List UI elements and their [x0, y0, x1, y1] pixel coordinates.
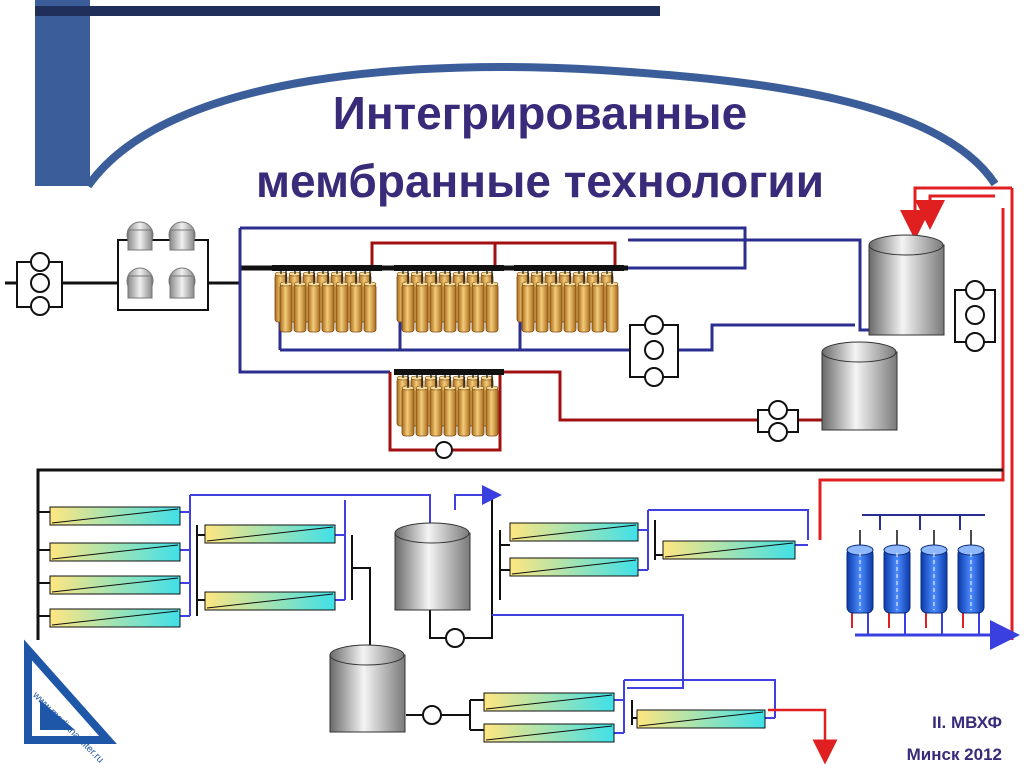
membrane-module-icon: [49, 575, 181, 595]
top-pipes: [5, 186, 1014, 640]
cartridge-filter-bank-icon: [394, 265, 504, 333]
membrane-module-icon: [483, 723, 615, 743]
ion-exchange-column-icon: [883, 530, 911, 635]
footer-location-year: Минск 2012: [906, 745, 1002, 764]
pump-icon: [435, 441, 453, 459]
footer-event: II. МВХФ: [932, 713, 1002, 732]
bottom-pipes: [37, 485, 1020, 765]
storage-tank-icon: [394, 522, 471, 611]
prefilter-housing-icon: [168, 267, 196, 299]
slide-title-line-2: мембранные технологии: [256, 155, 824, 207]
slide-title-line-1: Интегрированные: [332, 87, 748, 139]
membrane-module-icon: [483, 692, 615, 712]
membrane-module-icon: [204, 591, 336, 611]
ion-exchange-column-icon: [920, 530, 948, 635]
recycle-pump-bank: [629, 315, 679, 387]
storage-tank-icon: [821, 341, 898, 431]
membrane-module-icon: [662, 540, 796, 560]
permeate-pump-bank: [954, 280, 996, 352]
company-logo: [24, 639, 117, 744]
membrane-module-icon: [49, 608, 181, 628]
cartridge-filter-bank-icon: [514, 265, 624, 333]
membrane-module-icon: [509, 557, 639, 577]
prefilter-housing-icon: [126, 221, 154, 251]
cartridge-filter-bank-icon: [272, 265, 382, 333]
ion-exchange-column-icon: [957, 530, 985, 635]
inlet-pump-bank: [16, 252, 63, 316]
membrane-module-icon: [509, 522, 639, 542]
concentrate-pump-bank: [757, 400, 799, 442]
cartridge-filter-banks: [272, 265, 624, 459]
bottom-pumps: [422, 628, 465, 725]
cartridge-filter-bank-icon: [394, 369, 504, 437]
membrane-module-icon: [49, 506, 181, 526]
storage-tank-icon: [868, 234, 945, 336]
membrane-modules: [49, 506, 796, 743]
membrane-module-icon: [49, 542, 181, 562]
prefilter-housing-bank: [117, 221, 209, 311]
prefilter-housing-icon: [126, 267, 154, 299]
slide-frame: [35, 0, 999, 189]
ion-exchange-column-icon: [846, 530, 874, 635]
storage-tank-icon: [329, 644, 406, 733]
ion-exchange-columns: [846, 530, 985, 635]
membrane-module-icon: [204, 524, 336, 544]
prefilter-housing-icon: [168, 221, 196, 251]
membrane-module-icon: [636, 709, 766, 729]
